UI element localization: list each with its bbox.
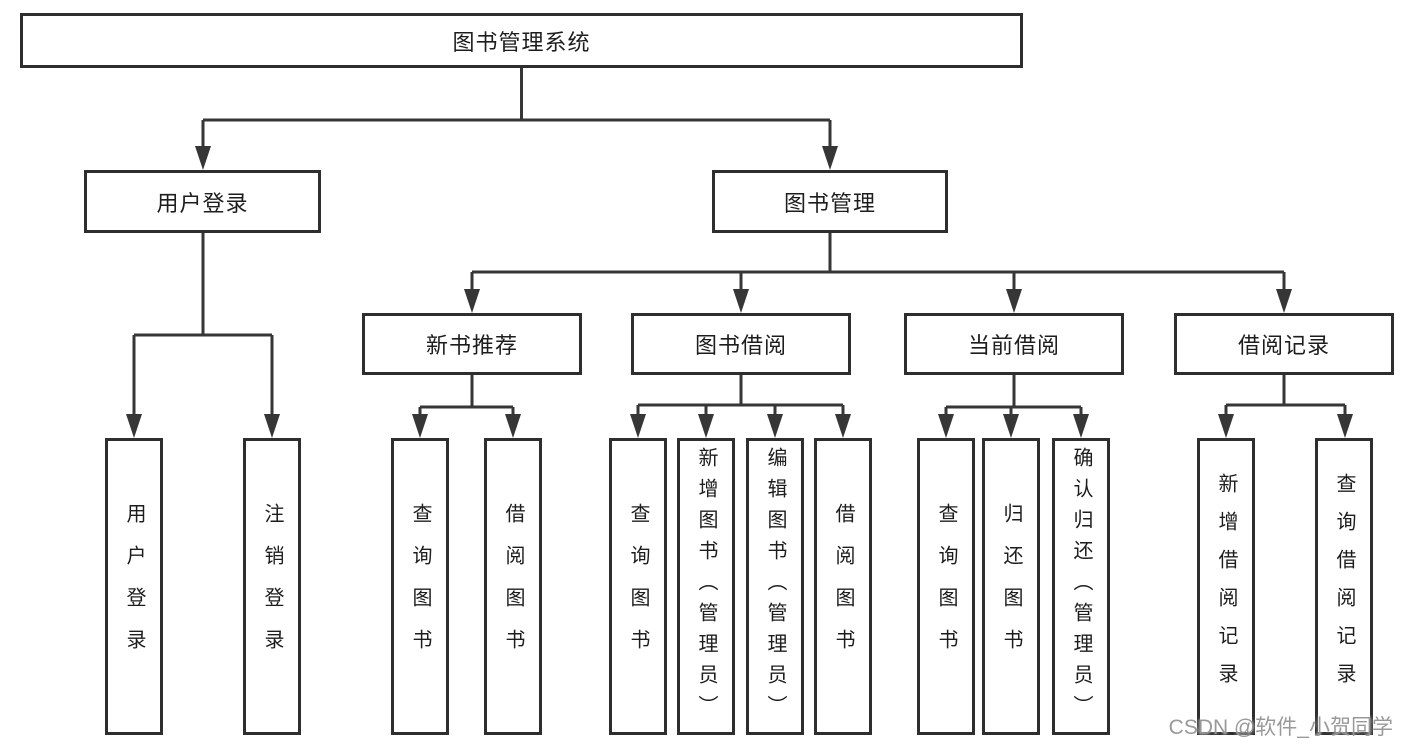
arrow-down-icon xyxy=(464,289,480,313)
arrow-down-icon xyxy=(264,414,280,438)
arrow-down-icon xyxy=(1003,414,1019,438)
node-current-return-books-label: 归还图书 xyxy=(1000,502,1022,671)
node-borrow-edit-books-admin-label: 编辑图书（管理员） xyxy=(764,447,786,726)
node-borrow-query-books-label: 查询图书 xyxy=(627,502,649,671)
node-book-mgmt-label: 图书管理 xyxy=(783,190,876,216)
node-book-borrow: 图书借阅 xyxy=(631,313,851,375)
arrow-down-icon xyxy=(698,414,714,438)
node-user-login: 用户登录 xyxy=(84,170,321,233)
connector-user-login-to-leaves xyxy=(126,233,280,438)
connector-book-mgmt-to-level3 xyxy=(464,233,1292,313)
node-current-query-books: 查询图书 xyxy=(917,438,975,735)
node-newrec-borrow-books: 借阅图书 xyxy=(484,438,542,735)
arrow-down-icon xyxy=(1276,289,1292,313)
arrow-down-icon xyxy=(835,414,851,438)
node-borrow-borrow-books: 借阅图书 xyxy=(814,438,872,735)
node-leaf-user-login-label: 用户登录 xyxy=(123,502,145,671)
arrow-down-icon xyxy=(630,414,646,438)
node-current-confirm-return-admin: 确认归还（管理员） xyxy=(1052,438,1110,735)
arrow-down-icon xyxy=(126,414,142,438)
node-borrow-add-books-admin: 新增图书（管理员） xyxy=(677,438,735,735)
arrow-down-icon xyxy=(767,414,783,438)
node-records-add-record: 新增借阅记录 xyxy=(1197,438,1255,735)
arrow-down-icon xyxy=(1073,414,1089,438)
node-current-confirm-return-admin-label: 确认归还（管理员） xyxy=(1070,447,1092,726)
node-borrow-borrow-books-label: 借阅图书 xyxy=(832,502,854,671)
arrow-down-icon xyxy=(195,146,211,170)
node-leaf-logout-label: 注销登录 xyxy=(261,502,283,671)
arrow-down-icon xyxy=(412,414,428,438)
node-newrec-borrow-books-label: 借阅图书 xyxy=(502,502,524,671)
arrow-down-icon xyxy=(733,289,749,313)
node-borrow-add-books-admin-label: 新增图书（管理员） xyxy=(695,447,717,726)
arrow-down-icon xyxy=(822,146,838,170)
arrow-down-icon xyxy=(1006,289,1022,313)
node-newrec-query-books-label: 查询图书 xyxy=(409,502,431,671)
connector-current-borrow-to-leaves xyxy=(938,375,1089,438)
node-borrow-records: 借阅记录 xyxy=(1174,313,1394,375)
connector-borrow-records-to-leaves xyxy=(1218,375,1353,438)
node-newrec-query-books: 查询图书 xyxy=(391,438,449,735)
connector-book-borrow-to-leaves xyxy=(630,375,851,438)
arrow-down-icon xyxy=(1337,414,1353,438)
node-records-query-record: 查询借阅记录 xyxy=(1315,438,1373,735)
connector-new-book-rec-to-leaves xyxy=(412,375,521,438)
node-current-borrow-label: 当前借阅 xyxy=(967,333,1060,358)
node-book-mgmt: 图书管理 xyxy=(712,170,948,233)
arrow-down-icon xyxy=(1218,414,1234,438)
node-book-borrow-label: 图书借阅 xyxy=(694,333,787,358)
node-borrow-query-books: 查询图书 xyxy=(609,438,667,735)
node-borrow-edit-books-admin: 编辑图书（管理员） xyxy=(746,438,804,735)
arrow-down-icon xyxy=(938,414,954,438)
node-borrow-records-label: 借阅记录 xyxy=(1237,333,1330,358)
node-root-label: 图书管理系统 xyxy=(452,29,591,55)
csdn-watermark: CSDN @软件_小贺同学 xyxy=(1168,716,1393,739)
node-leaf-user-login: 用户登录 xyxy=(105,438,163,735)
node-records-query-record-label: 查询借阅记录 xyxy=(1333,472,1355,701)
node-records-add-record-label: 新增借阅记录 xyxy=(1215,472,1237,701)
connector-root-to-level2 xyxy=(195,68,838,170)
arrow-down-icon xyxy=(505,414,521,438)
node-leaf-logout: 注销登录 xyxy=(243,438,301,735)
node-current-borrow: 当前借阅 xyxy=(904,313,1124,375)
node-current-return-books: 归还图书 xyxy=(982,438,1040,735)
node-root: 图书管理系统 xyxy=(20,13,1023,68)
node-current-query-books-label: 查询图书 xyxy=(935,502,957,671)
node-new-book-rec-label: 新书推荐 xyxy=(425,333,518,358)
node-new-book-rec: 新书推荐 xyxy=(362,313,582,375)
node-user-login-label: 用户登录 xyxy=(156,190,249,216)
